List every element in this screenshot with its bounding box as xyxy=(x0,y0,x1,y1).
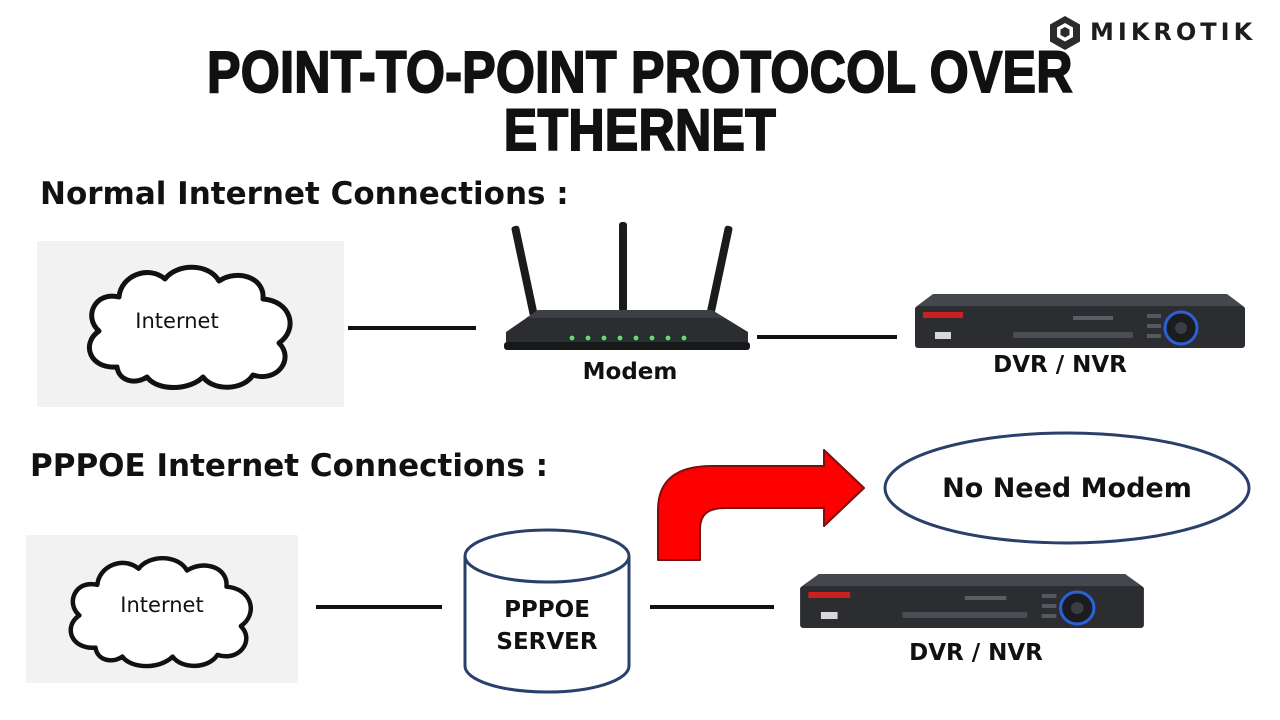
led-row xyxy=(569,335,687,341)
server-label-line2: SERVER xyxy=(496,629,598,655)
dvr-recorder-icon xyxy=(915,294,1245,348)
connector-line xyxy=(757,335,897,339)
connector-line xyxy=(348,326,476,330)
server-label: PPPOE SERVER xyxy=(462,594,632,658)
router-icon xyxy=(504,222,750,350)
cloud-icon xyxy=(68,556,253,669)
brand-name: MIKROTIK xyxy=(1090,18,1257,46)
server-label-line1: PPPOE xyxy=(504,597,590,623)
pppoe-heading: PPPOE Internet Connections : xyxy=(30,448,548,484)
mikrotik-cube-icon xyxy=(1050,16,1080,50)
database-cylinder-icon xyxy=(463,528,631,694)
internet-panel-pppoe: Internet xyxy=(26,535,298,683)
connector-line xyxy=(650,605,774,609)
dvr-label: DVR / NVR xyxy=(909,640,1043,666)
cloud-label: Internet xyxy=(135,309,219,333)
cloud-label: Internet xyxy=(120,593,204,617)
modem-label: Modem xyxy=(582,359,678,385)
dvr-label: DVR / NVR xyxy=(993,352,1127,378)
callout-ellipse xyxy=(883,431,1251,545)
brand: MIKROTIK xyxy=(1046,14,1262,52)
normal-heading: Normal Internet Connections : xyxy=(40,176,569,212)
connector-line xyxy=(316,605,442,609)
page-title: POINT-TO-POINT PROTOCOL OVER ETHERNET xyxy=(206,40,1073,163)
dvr-recorder-icon xyxy=(800,574,1144,628)
cloud-icon xyxy=(86,264,293,390)
curved-arrow-icon xyxy=(657,449,865,561)
internet-panel-normal: Internet xyxy=(37,241,344,407)
callout-label: No Need Modem xyxy=(942,473,1192,504)
